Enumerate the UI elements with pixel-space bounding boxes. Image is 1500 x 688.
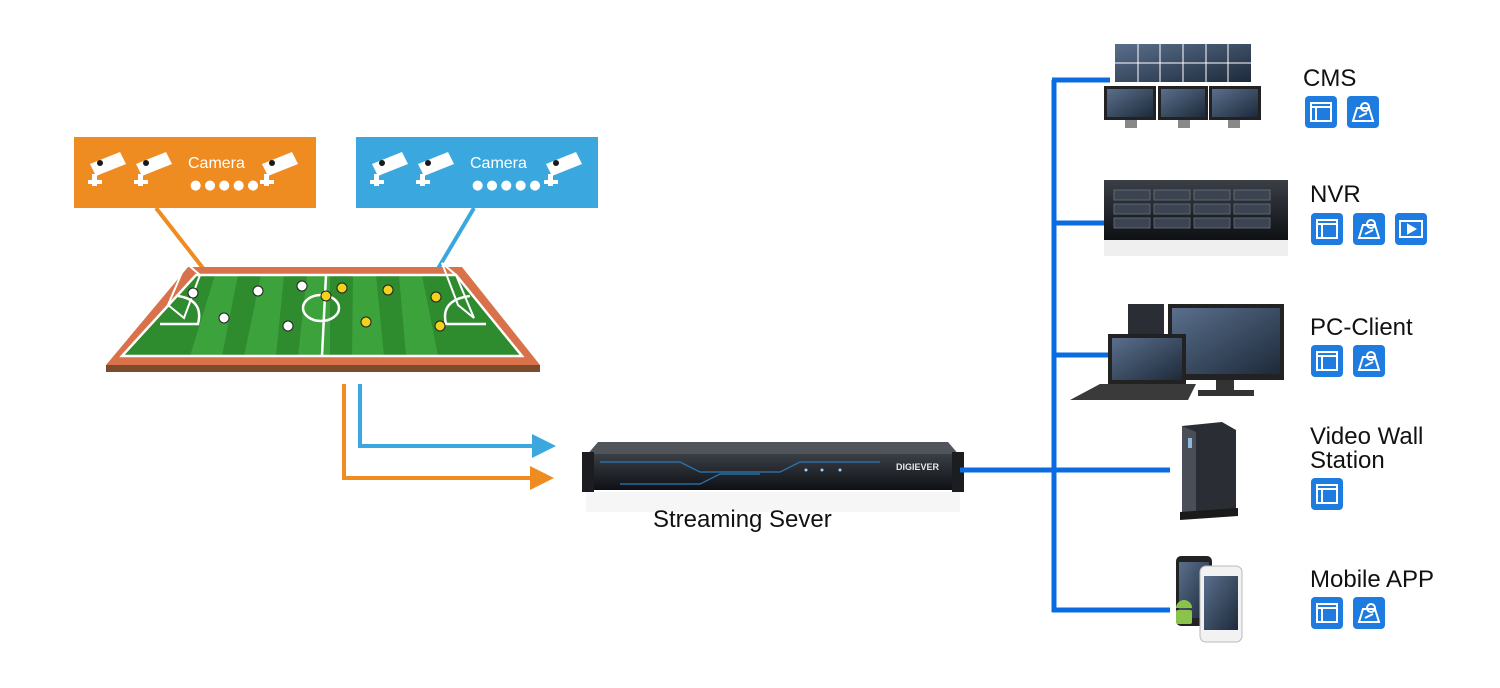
camera-group-blue: [356, 137, 598, 208]
client-label-station: Station: [1310, 447, 1385, 474]
client-label-cms: CMS: [1303, 65, 1357, 92]
android-icon: [1176, 600, 1192, 624]
map-icon: [1347, 96, 1379, 128]
server-brand: DIGIEVER: [896, 462, 940, 472]
camera-group-orange-label: Camera: [188, 155, 245, 172]
layout-icon: [1305, 96, 1337, 128]
cms-device: [1104, 44, 1261, 128]
layout-icon: [1311, 345, 1343, 377]
orange-arrow-head: [530, 466, 554, 490]
camera-group-orange-dots: ●●●●●: [190, 178, 262, 193]
map-icon: [1353, 345, 1385, 377]
layout-icon: [1311, 478, 1343, 510]
camera-group-blue-dots: ●●●●●: [472, 178, 544, 193]
orange-camera-link: [154, 206, 208, 274]
video-wall-station-device: [1180, 422, 1238, 520]
mobile-app-device: [1176, 556, 1243, 643]
client-label-mobile-app: Mobile APP: [1310, 566, 1435, 593]
layout-icon: [1311, 213, 1343, 245]
video-icon: [1395, 213, 1427, 245]
client-label-pc-client: PC-Client: [1310, 314, 1413, 341]
map-icon: [1353, 597, 1385, 629]
network-lines: [960, 77, 1170, 613]
client-label-video-wall: Video Wall: [1310, 423, 1424, 450]
soccer-field: [106, 261, 540, 372]
nvr-device: [1104, 180, 1288, 256]
blue-camera-link: [434, 206, 476, 274]
client-label-nvr: NVR: [1310, 181, 1361, 208]
pc-client-device: [1070, 304, 1284, 400]
streaming-server-device: DIGIEVER: [582, 442, 964, 512]
camera-group-blue-label: Camera: [470, 155, 527, 172]
map-icon: [1353, 213, 1385, 245]
streaming-server-label: Streaming Sever: [653, 506, 832, 533]
orange-feed-line: [342, 384, 532, 480]
layout-icon: [1311, 597, 1343, 629]
camera-group-orange: [74, 137, 316, 208]
camera-icon: [88, 152, 298, 186]
blue-arrow-head: [532, 434, 556, 458]
blue-feed-line: [358, 384, 534, 448]
